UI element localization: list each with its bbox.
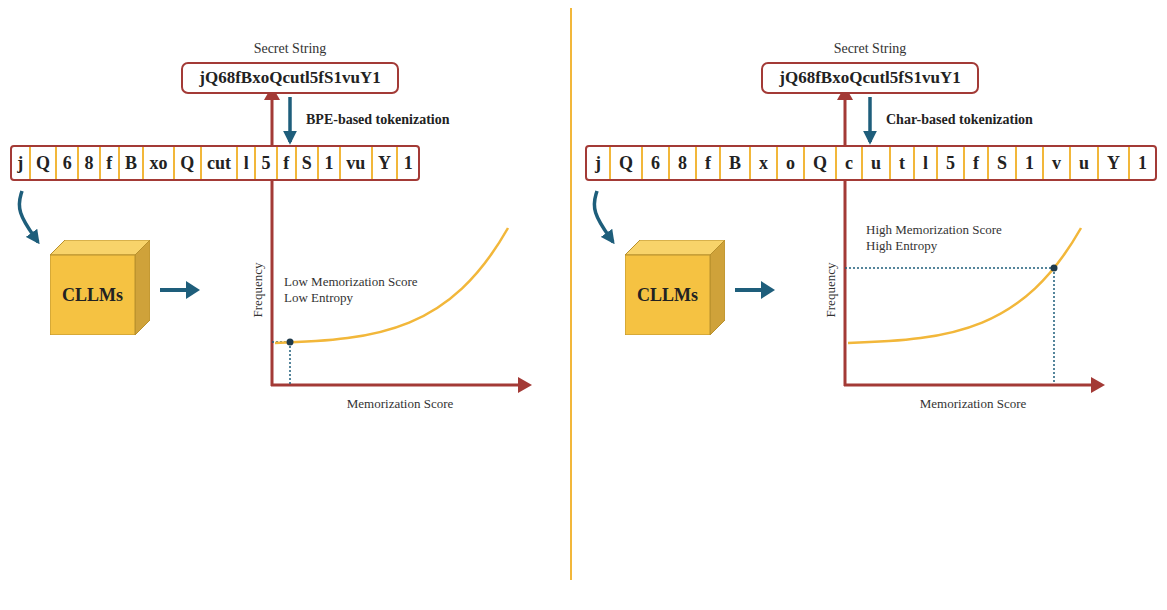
x-axis xyxy=(844,384,1093,387)
flow-arrow xyxy=(160,288,188,292)
y-axis xyxy=(271,98,274,386)
distribution-curve xyxy=(275,228,508,343)
axis-arrowhead xyxy=(518,377,532,393)
guide-line xyxy=(845,267,1054,269)
flow-arrow xyxy=(735,288,763,292)
axis-arrowhead xyxy=(1091,377,1105,393)
token-cell: Q xyxy=(175,147,202,179)
axis-title: Memorization Score xyxy=(347,396,454,412)
token-cell: v xyxy=(1044,147,1071,179)
chart-left xyxy=(264,86,532,393)
token-cell: u xyxy=(1071,147,1099,179)
cube-side xyxy=(710,240,725,335)
string-heading: Secret String xyxy=(723,41,1016,57)
token-cell: S xyxy=(297,147,320,179)
guide-line xyxy=(1053,268,1055,384)
token-cell: 1 xyxy=(1130,147,1155,179)
cube-side xyxy=(135,240,150,335)
annotation: Low Memorization Score xyxy=(284,274,418,290)
cube-top xyxy=(50,240,150,255)
axis-title: Frequency xyxy=(250,263,266,318)
token-cell: cut xyxy=(202,147,239,179)
token-cell: 5 xyxy=(256,147,278,179)
annotation: High Entropy xyxy=(866,238,937,254)
token-cell: f xyxy=(965,147,989,179)
token-cell: xo xyxy=(144,147,175,179)
token-strip: jQ68fBxoQcutl5fS1vuY1 xyxy=(10,145,420,181)
cube-front xyxy=(625,255,710,335)
token-cell: 1 xyxy=(398,147,418,179)
token-cell: 5 xyxy=(938,147,965,179)
token-cell: Q xyxy=(31,147,58,179)
distribution-curve xyxy=(848,228,1081,343)
arrowhead xyxy=(186,281,200,299)
token-cell: l xyxy=(238,147,256,179)
token-cell: 6 xyxy=(57,147,79,179)
token-cell: Y xyxy=(1099,147,1130,179)
annotation: Low Entropy xyxy=(284,290,353,306)
edge-label: BPE-based tokenization xyxy=(304,112,452,128)
string-heading: Secret String xyxy=(143,41,436,57)
token-strip: jQ68fBxoQcutl5fS1vuY1 xyxy=(585,145,1157,181)
secret-string: jQ68fBxoQcutl5fS1vuY1 xyxy=(199,67,380,89)
guide-line xyxy=(289,342,291,384)
token-cell: j xyxy=(587,147,611,179)
model-cube: CLLMs xyxy=(625,240,725,335)
token-cell: Y xyxy=(373,147,399,179)
divider-line xyxy=(570,8,572,580)
token-cell: u xyxy=(863,147,891,179)
model-label: CLLMs xyxy=(625,255,710,335)
token-cell: 8 xyxy=(670,147,697,179)
arrowhead xyxy=(761,281,775,299)
token-cell: vu xyxy=(341,147,373,179)
token-cell: Q xyxy=(805,147,837,179)
axis-title: Memorization Score xyxy=(920,396,1027,412)
flow-connector xyxy=(594,191,613,242)
flow-connector xyxy=(19,191,38,242)
token-cell: 8 xyxy=(79,147,101,179)
chart-right xyxy=(837,86,1105,393)
token-cell: S xyxy=(989,147,1017,179)
token-cell: 1 xyxy=(1017,147,1044,179)
token-cell: o xyxy=(778,147,805,179)
token-cell: 6 xyxy=(643,147,670,179)
point-marker xyxy=(1051,265,1058,272)
edge-label: Char-based tokenization xyxy=(884,112,1035,128)
flow-connector xyxy=(288,97,292,142)
token-cell: j xyxy=(12,147,31,179)
token-cell: t xyxy=(891,147,915,179)
secret-string: jQ68fBxoQcutl5fS1vuY1 xyxy=(779,67,960,89)
model-cube: CLLMs xyxy=(50,240,150,335)
token-cell: c xyxy=(837,147,863,179)
token-cell: B xyxy=(120,147,145,179)
token-cell: f xyxy=(697,147,721,179)
token-cell: l xyxy=(915,147,938,179)
annotation: High Memorization Score xyxy=(866,222,1002,238)
point-marker xyxy=(287,339,294,346)
token-cell: f xyxy=(278,147,297,179)
y-axis xyxy=(844,98,847,386)
string-box: Secret StringjQ68fBxoQcutl5fS1vuY1 xyxy=(761,62,978,94)
axis-title: Frequency xyxy=(823,263,839,318)
token-cell: B xyxy=(721,147,751,179)
token-cell: x xyxy=(751,147,778,179)
cube-front xyxy=(50,255,135,335)
token-cell: f xyxy=(101,147,120,179)
model-label: CLLMs xyxy=(50,255,135,335)
cube-top xyxy=(625,240,725,255)
token-cell: Q xyxy=(611,147,643,179)
string-box: Secret StringjQ68fBxoQcutl5fS1vuY1 xyxy=(181,62,398,94)
token-cell: 1 xyxy=(319,147,341,179)
x-axis xyxy=(271,384,520,387)
flow-connector xyxy=(868,97,872,142)
